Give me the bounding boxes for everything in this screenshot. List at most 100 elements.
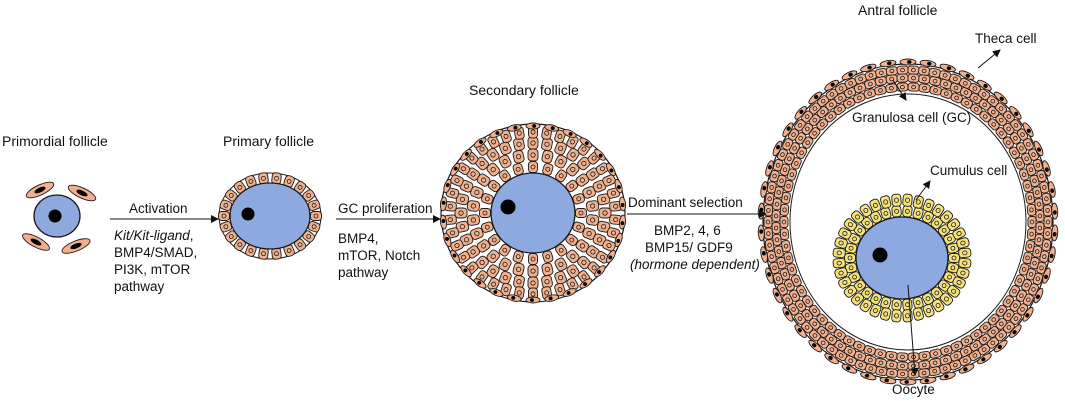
granulosa-cell: [790, 274, 802, 287]
granulosa-cell: [783, 152, 795, 166]
granulosa-cell: [1043, 216, 1053, 228]
cumulus-cell-label: Cumulus cell: [930, 163, 1008, 178]
granulosa-cell: [928, 366, 941, 377]
granulosa-cell: [875, 67, 888, 78]
granulosa-cell: [777, 283, 788, 296]
cumulus-cell: [930, 286, 943, 300]
granulosa-cell: [896, 73, 909, 83]
theca-cell: [772, 287, 783, 304]
theca-cell: [525, 122, 541, 130]
theca-cell: [562, 129, 577, 138]
granulosa-cell: [575, 239, 590, 253]
theca-cell: [606, 162, 616, 177]
granulosa-cell: [843, 97, 856, 109]
cumulus-cell: [912, 307, 924, 321]
cumulus-cell: [850, 292, 865, 306]
cumulus-cell: [869, 303, 882, 318]
theca-cell: [808, 339, 822, 353]
granulosa-cell: [885, 74, 898, 84]
granulosa-cell: [1041, 192, 1052, 205]
theca-cell: [977, 79, 992, 91]
granulosa-cell: [486, 162, 500, 177]
theca-cell: [1042, 267, 1051, 284]
primary-oocyte: [229, 182, 311, 250]
granulosa-cell: [498, 257, 512, 272]
granulosa-cell: [772, 159, 784, 172]
cumulus-cell: [838, 276, 852, 289]
granulosa-cell: [585, 200, 600, 212]
granulosa-cell: [258, 172, 269, 185]
granulosa-cell: [1042, 204, 1053, 217]
granulosa-cell: [450, 239, 464, 252]
granulosa-cell: [863, 345, 876, 356]
cumulus-cell: [880, 195, 892, 209]
granulosa-cell: [824, 110, 837, 123]
granulosa-cell: [486, 264, 500, 279]
theca-cell: [765, 267, 774, 284]
theca-cell: [594, 148, 606, 161]
cumulus-cell: [838, 227, 852, 240]
granulosa-cell: [769, 169, 780, 183]
granulosa-cell: [918, 350, 931, 361]
theca-cell: [958, 70, 975, 81]
theca-cell: [879, 376, 897, 385]
granulosa-cell: [466, 200, 481, 212]
granulosa-cell: [885, 360, 898, 370]
granulosa-cell: [769, 261, 780, 275]
granulosa-cell: [854, 73, 867, 85]
theca-cell: [1022, 122, 1034, 138]
cumulus-cell: [902, 205, 913, 218]
theca-cell: [977, 353, 992, 365]
cumulus-cell: [956, 237, 970, 249]
granulosa-cell: [763, 227, 774, 240]
granulosa-cell: [824, 321, 837, 334]
cumulus-cell: [832, 257, 846, 269]
granulosa-cell: [764, 239, 775, 252]
granulosa-cell: [606, 227, 621, 239]
granulosa-cell: [527, 276, 539, 290]
cumulus-cell: [844, 242, 858, 254]
selection-heading: Dominant selection: [628, 195, 743, 210]
theca-cell: [860, 63, 877, 73]
granulosa-cell: [907, 73, 920, 83]
theca-cell: [506, 294, 522, 302]
selection-factors-line3: (hormone dependent): [630, 257, 760, 272]
granulosa-cell: [907, 65, 920, 75]
theca-cell: [994, 91, 1008, 105]
granulosa-cell: [764, 192, 775, 205]
theca-cell: [1042, 160, 1051, 177]
cumulus-cell: [946, 218, 961, 232]
granulosa-cell: [454, 207, 468, 219]
theca-cell: [443, 232, 452, 248]
cumulus-cell: [844, 253, 856, 263]
primary-follicle-title: Primary follicle: [223, 133, 315, 149]
granulosa-cell: [790, 157, 802, 170]
granulosa-cell: [959, 87, 973, 99]
granulosa-cell: [808, 102, 821, 115]
cumulus-cell: [843, 218, 858, 232]
cumulus-cell: [952, 276, 966, 289]
primary-granulosa-layer: [218, 172, 322, 260]
granulosa-cell: [1039, 181, 1050, 194]
theca-cell: [782, 306, 794, 322]
squamous-pregranulosa-cell: [22, 233, 50, 251]
granulosa-callout-arrow: [892, 79, 907, 101]
theca-cell: [1033, 287, 1044, 304]
kit-ligand-comma: ,: [189, 228, 194, 243]
granulosa-cell: [527, 148, 539, 162]
granulosa-cell: [1026, 228, 1037, 241]
granulosa-cell: [455, 220, 470, 233]
granulosa-cell: [907, 369, 920, 379]
cumulus-cell: [902, 298, 913, 311]
granulosa-cell: [224, 230, 238, 243]
granulosa-cell: [854, 359, 867, 371]
theca-cell: [808, 91, 822, 105]
cumulus-cell: [891, 193, 902, 207]
primordial-follicle-title: Primordial follicle: [2, 133, 108, 149]
theca-cell: [841, 70, 858, 81]
theca-cell: [772, 140, 783, 157]
granulosa-cell: [554, 282, 566, 297]
granulosa-cell: [1036, 261, 1047, 275]
antral-follicle: [757, 58, 1059, 386]
